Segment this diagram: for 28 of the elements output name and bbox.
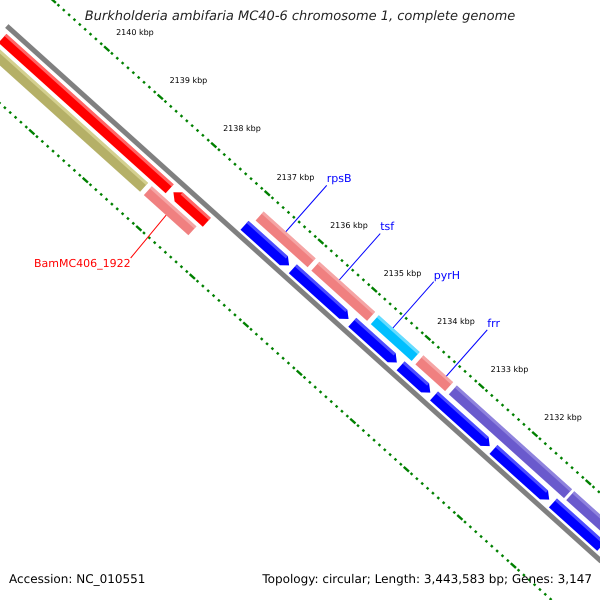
genome-info-text: Topology: circular; Length: 3,443,583 bp; Genes: 3,147 xyxy=(262,573,592,586)
gene-label: pyrH xyxy=(434,270,460,282)
tick-label: 2135 kbp xyxy=(384,270,422,279)
gene-block xyxy=(396,361,430,393)
leader-line xyxy=(338,233,381,280)
gene-bar xyxy=(566,491,600,532)
gene-block xyxy=(288,264,349,319)
tick-label: 2139 kbp xyxy=(170,77,208,86)
tick-label: 2140 kbp xyxy=(116,28,154,38)
gene-label: tsf xyxy=(380,221,394,234)
tick-label: 2138 kbp xyxy=(223,125,261,134)
leader-line xyxy=(392,281,434,328)
gene-block xyxy=(348,318,397,362)
leader-line xyxy=(130,214,167,258)
tick-label: 2133 kbp xyxy=(490,366,528,376)
gene-block xyxy=(240,220,290,266)
tick-label: 2137 kbp xyxy=(276,174,314,182)
gene-label: frr xyxy=(487,318,500,330)
tick-label: 2134 kbp xyxy=(437,318,475,327)
title: Burkholderia ambifaria MC40-6 chromosome 1, complete genome xyxy=(84,10,516,24)
gene-label: BamMC406_1922 xyxy=(34,258,131,270)
leader-line xyxy=(285,184,328,232)
tick-label: 2136 kbp xyxy=(330,222,368,230)
gene-label: rpsB xyxy=(326,173,352,186)
tick-label: 2132 kbp xyxy=(544,414,582,424)
leader-line xyxy=(446,329,488,377)
gene-block xyxy=(173,192,211,227)
accession-text: Accession: NC_010551 xyxy=(9,573,146,586)
